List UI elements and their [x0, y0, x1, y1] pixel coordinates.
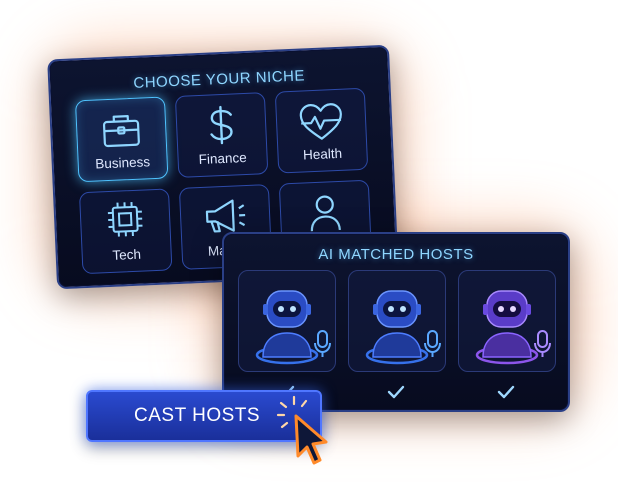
host-card[interactable] [458, 270, 556, 372]
heart-pulse-icon [299, 103, 342, 140]
robot-host-icon [475, 290, 551, 365]
briefcase-icon [102, 115, 140, 148]
robot-host-icon [365, 290, 441, 365]
niche-tile-person[interactable] [278, 179, 373, 266]
hosts-panel: AI MATCHED HOSTS [222, 232, 570, 412]
robot-host-icon [255, 290, 331, 365]
niche-tile-tech[interactable]: Tech [78, 188, 173, 275]
check-icon [497, 385, 515, 399]
click-sparkle-icon [276, 395, 308, 429]
niche-tile-finance[interactable]: Finance [174, 92, 269, 178]
host-card[interactable] [238, 270, 336, 372]
niche-panel: CHOOSE YOUR NICHE Business Finance [47, 44, 399, 290]
hosts-panel-title: AI MATCHED HOSTS [318, 246, 474, 263]
host-card[interactable] [348, 270, 446, 372]
niche-tile-marketing[interactable]: Marke [178, 184, 273, 270]
cursor-click-icon [294, 414, 328, 465]
cast-hosts-label: CAST HOSTS [134, 405, 261, 426]
dollar-icon [210, 105, 233, 145]
niche-tile-business[interactable]: Business [74, 96, 169, 183]
chip-icon [107, 201, 143, 237]
cast-hosts-button[interactable]: CAST HOSTS [86, 390, 322, 442]
person-icon [310, 195, 341, 232]
niche-tile-health[interactable]: Health [274, 87, 369, 174]
megaphone-icon [205, 199, 246, 233]
check-icon [387, 385, 405, 399]
